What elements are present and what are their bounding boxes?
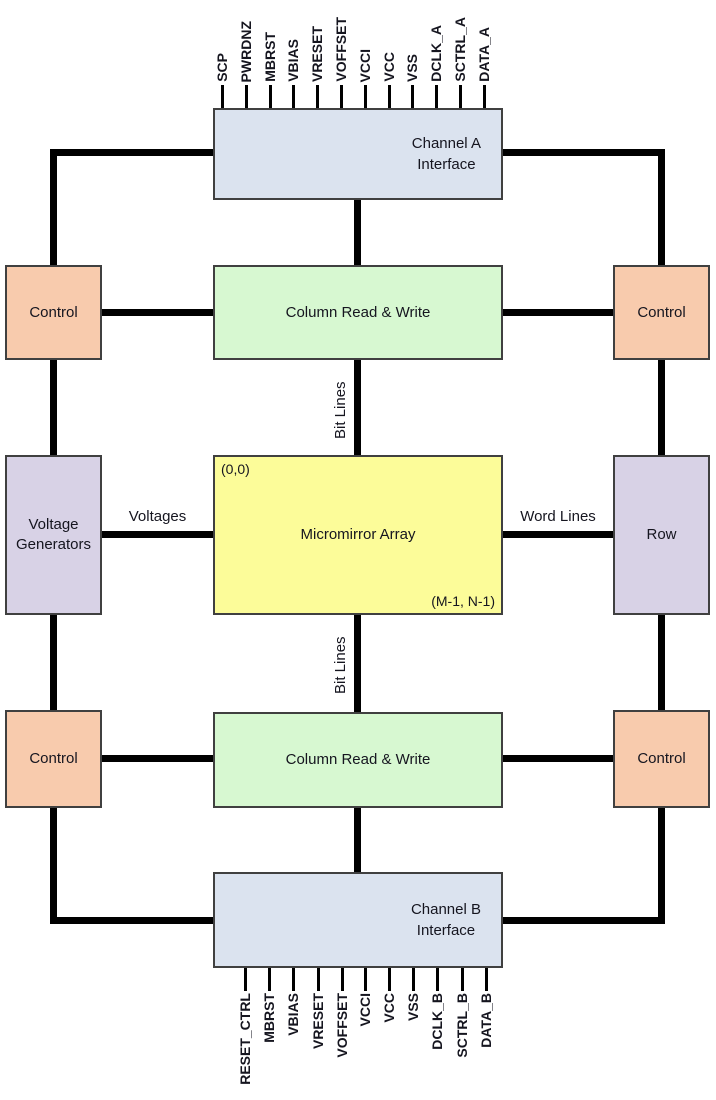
block-control-bottom-left: Control: [5, 710, 102, 808]
pin-tick: [268, 968, 271, 991]
pin-tick: [461, 968, 464, 991]
pin-label-top: VBIAS: [285, 39, 301, 82]
line-colrw-to-control-br: [503, 755, 613, 762]
pin-label-bottom: VBIAS: [285, 993, 301, 1036]
line-bit-lines-bottom: [354, 615, 361, 712]
pin-label-top: SCTRL_A: [452, 17, 468, 82]
block-channel-b-interface: Channel B Interface: [213, 872, 503, 968]
pin-label-top: VRESET: [309, 25, 325, 82]
line-voltages: [102, 531, 213, 538]
top-pin-labels: SCP PWRDNZ MBRST VBIAS VRESET VOFFSET VC…: [0, 0, 716, 82]
block-channel-a-interface: Channel A Interface: [213, 108, 503, 200]
pin-tick: [411, 85, 414, 108]
pin-tick: [292, 968, 295, 991]
line-word-lines: [503, 531, 613, 538]
pin-label-bottom: VRESET: [310, 993, 326, 1050]
block-column-read-write-bottom: Column Read & Write: [213, 712, 503, 808]
line-control-tl-to-voltgen: [50, 360, 57, 455]
pin-label-bottom: VSS: [405, 993, 421, 1022]
pin-label-top: MBRST: [262, 32, 278, 82]
pin-label-top: VOFFSET: [333, 17, 349, 82]
pin-label-bottom: MBRST: [261, 993, 277, 1043]
line-channel-a-left: [50, 149, 213, 156]
pin-label-top: DCLK_A: [428, 25, 444, 82]
pin-tick: [436, 968, 439, 991]
line-row-to-control-br: [658, 615, 665, 710]
pin-label-bottom: RESET_CTRL: [237, 993, 253, 1085]
bus-label-voltages: Voltages: [128, 508, 187, 525]
pin-tick: [459, 85, 462, 108]
line-control-tl-to-colrw: [102, 309, 213, 316]
pin-tick: [340, 85, 343, 108]
pin-label-bottom: DCLK_B: [429, 993, 445, 1050]
voltage-generators-label: Voltage Generators: [15, 515, 92, 553]
pin-label-bottom: DATA_B: [478, 993, 494, 1048]
line-voltgen-to-control-bl: [50, 615, 57, 710]
channel-a-label: Channel A Interface: [411, 135, 481, 173]
pin-label-top: SCP: [214, 53, 230, 82]
pin-tick: [317, 968, 320, 991]
pin-label-bottom: VCC: [381, 993, 397, 1023]
array-origin-label: (0,0): [221, 461, 250, 477]
channel-b-label: Channel B Interface: [410, 901, 481, 939]
line-bit-lines-top: [354, 360, 361, 455]
pin-label-top: PWRDNZ: [238, 20, 254, 82]
pin-tick: [221, 85, 224, 108]
pin-tick: [245, 85, 248, 108]
block-row: Row: [613, 455, 710, 615]
pin-tick: [388, 85, 391, 108]
bus-label-bit-lines-bottom: Bit Lines: [332, 636, 349, 694]
pin-label-top: VCC: [381, 52, 397, 82]
bus-label-bit-lines-top: Bit Lines: [332, 381, 349, 439]
pin-tick: [244, 968, 247, 991]
line-channel-a-right: [503, 149, 665, 156]
pin-label-top: DATA_A: [476, 27, 492, 82]
block-column-read-write-top: Column Read & Write: [213, 265, 503, 360]
pin-label-bottom: SCTRL_B: [454, 993, 470, 1058]
block-control-bottom-right: Control: [613, 710, 710, 808]
line-colrw-to-channel-b: [354, 808, 361, 872]
block-control-top-left: Control: [5, 265, 102, 360]
pin-tick: [269, 85, 272, 108]
pin-label-bottom: VCCI: [357, 993, 373, 1027]
line-colrw-to-control-tr: [503, 309, 613, 316]
array-extent-label: (M-1, N-1): [431, 593, 495, 609]
pin-label-top: VCCI: [357, 48, 373, 82]
line-control-bl-down: [50, 808, 57, 924]
line-to-control-top-right: [658, 149, 665, 265]
pin-tick: [412, 968, 415, 991]
pin-tick: [341, 968, 344, 991]
line-control-br-down: [658, 808, 665, 924]
line-control-tr-to-row: [658, 360, 665, 455]
line-channel-b-right: [503, 917, 665, 924]
pin-tick: [364, 968, 367, 991]
line-to-control-top-left: [50, 149, 57, 265]
pin-label-bottom: VOFFSET: [334, 993, 350, 1058]
pin-tick: [316, 85, 319, 108]
line-control-bl-to-colrw: [102, 755, 213, 762]
block-micromirror-array: (0,0) Micromirror Array (M-1, N-1): [213, 455, 503, 615]
line-channel-a-to-colrw: [354, 200, 361, 265]
bus-label-word-lines: Word Lines: [520, 508, 596, 525]
line-channel-b-left: [50, 917, 213, 924]
pin-tick: [435, 85, 438, 108]
pin-tick: [483, 85, 486, 108]
pin-tick: [485, 968, 488, 991]
pin-tick: [292, 85, 295, 108]
pin-label-top: VSS: [404, 53, 420, 82]
pin-tick: [364, 85, 367, 108]
block-control-top-right: Control: [613, 265, 710, 360]
pin-tick: [388, 968, 391, 991]
bottom-pin-labels: RESET_CTRL MBRST VBIAS VRESET VOFFSET VC…: [0, 993, 716, 1100]
block-voltage-generators: Voltage Generators: [5, 455, 102, 615]
